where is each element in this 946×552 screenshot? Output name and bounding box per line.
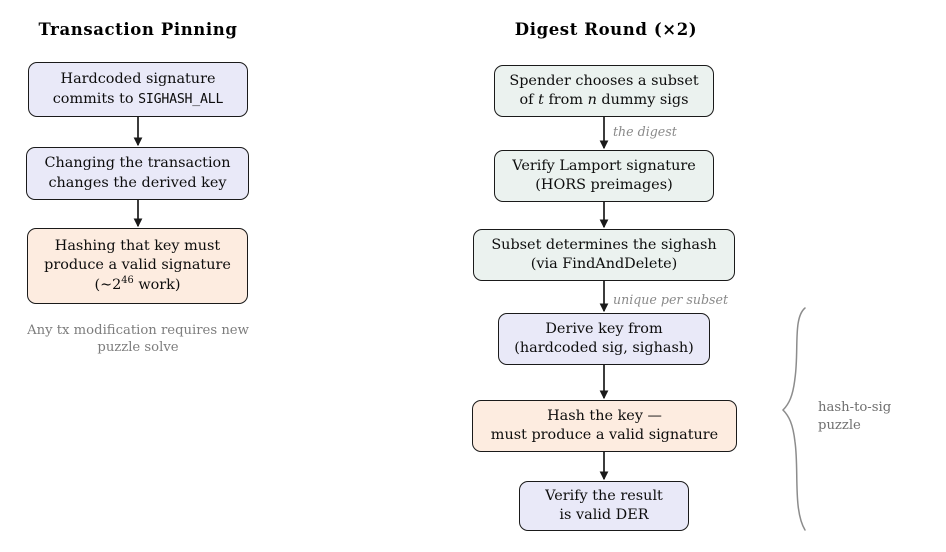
edge-label-unique-per-subset: unique per subset <box>613 292 729 307</box>
work-base: (∼2 <box>94 276 122 293</box>
brace-label-hash-to-sig-puzzle: hash-to-sig puzzle <box>818 399 928 434</box>
node-line: Verify the result <box>545 487 663 504</box>
node-hashing-that-key: Hashing that key must produce a valid si… <box>27 228 248 304</box>
node-verify-lamport-signature: Verify Lamport signature (HORS preimages… <box>494 150 714 202</box>
node-derive-key-from: Derive key from (hardcoded sig, sighash) <box>498 313 710 365</box>
sighash-all-token: SIGHASH_ALL <box>138 91 224 107</box>
node-line: Hash the key — <box>547 407 662 424</box>
caption-transaction-pinning: Any tx modification requires new puzzle … <box>20 322 256 357</box>
node-verify-the-result: Verify the result is valid DER <box>519 481 689 531</box>
node-line: Hashing that key must <box>54 238 221 255</box>
var-n: n <box>587 92 597 108</box>
node-line: of t from n dummy sigs <box>519 92 689 108</box>
node-line: produce a valid signature <box>44 257 231 274</box>
column-title-transaction-pinning: Transaction Pinning <box>38 20 238 39</box>
node-line: commits to SIGHASH_ALL <box>52 90 224 107</box>
node-line: Spender chooses a subset <box>509 72 699 89</box>
node-line: changes the derived key <box>48 174 227 191</box>
column-title-digest-round: Digest Round (×2) <box>514 20 698 39</box>
node-line: Hardcoded signature <box>60 71 216 88</box>
node-spender-chooses-subset: Spender chooses a subset of t from n dum… <box>494 65 714 117</box>
node-hash-the-key: Hash the key — must produce a valid sign… <box>472 400 737 452</box>
node-hardcoded-signature: Hardcoded signature commits to SIGHASH_A… <box>28 62 248 117</box>
node-line: (HORS preimages) <box>535 177 673 193</box>
node-line: (via FindAndDelete) <box>530 256 678 272</box>
caption-line: requires new puzzle solve <box>97 323 249 356</box>
node-line: (hardcoded sig, sighash) <box>514 340 694 356</box>
node-subset-determines-sighash: Subset determines the sighash (via FindA… <box>473 229 735 281</box>
caption-line: Any tx modification <box>27 323 157 338</box>
var-t: t <box>538 92 544 108</box>
brace-label-line: hash-to-sig <box>818 400 892 415</box>
node-line: Derive key from <box>545 320 663 337</box>
node-changing-transaction: Changing the transaction changes the der… <box>26 147 249 200</box>
work-exponent: 46 <box>121 274 134 286</box>
node-line: Changing the transaction <box>44 155 231 172</box>
edge-label-the-digest: the digest <box>613 124 677 139</box>
node-line: is valid DER <box>559 507 649 523</box>
brace-label-line: puzzle <box>818 417 861 433</box>
node-line: Verify Lamport signature <box>512 157 696 174</box>
node-line: must produce a valid signature <box>490 427 719 443</box>
node-line-work: (∼246 work) <box>94 274 181 295</box>
brace-hash-to-sig <box>781 307 806 531</box>
work-tail: work) <box>133 276 181 293</box>
node-line: Subset determines the sighash <box>491 236 717 253</box>
